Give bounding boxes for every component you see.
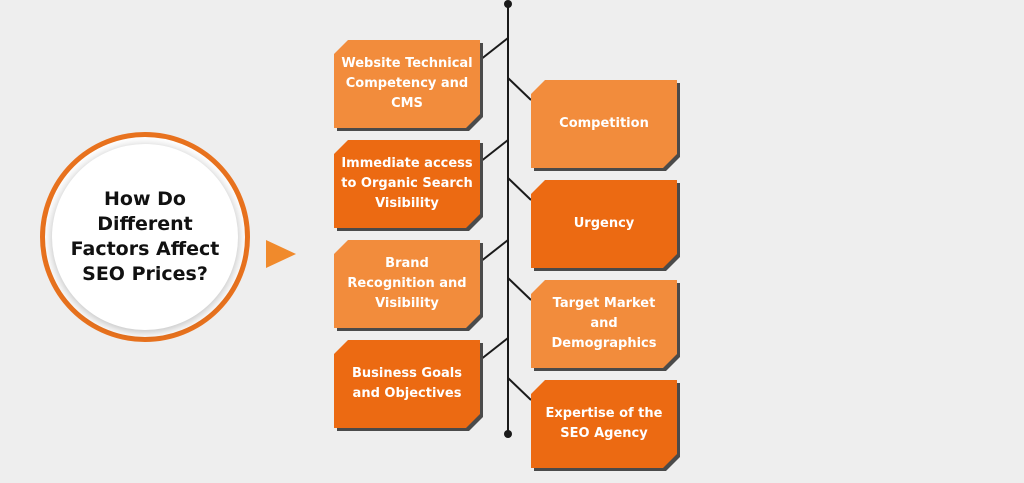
factor-box-left-1: Website Technical Competency and CMS [334, 40, 480, 128]
factor-box-right-3: Target Market and Demographics [531, 280, 677, 368]
pointer-arrow-icon [266, 240, 296, 268]
factor-box-right-1: Competition [531, 80, 677, 168]
factor-box-left-2: Immediate access to Organic Search Visib… [334, 140, 480, 228]
connector-right-3 [507, 277, 532, 301]
spine-top-dot [504, 0, 512, 8]
connector-left-3 [479, 239, 509, 263]
diagram-title: How Do Different Factors Affect SEO Pric… [70, 188, 220, 285]
connector-right-2 [507, 177, 532, 201]
connector-left-2 [479, 139, 509, 163]
title-bubble: How Do Different Factors Affect SEO Pric… [40, 132, 300, 350]
factor-box-right-4: Expertise of the SEO Agency [531, 380, 677, 468]
factor-box-right-2: Urgency [531, 180, 677, 268]
title-circle: How Do Different Factors Affect SEO Pric… [52, 144, 238, 330]
connector-left-1 [479, 37, 509, 61]
factor-box-left-3: Brand Recognition and Visibility [334, 240, 480, 328]
factor-box-left-4: Business Goals and Objectives [334, 340, 480, 428]
connector-right-1 [507, 77, 532, 101]
connector-right-4 [507, 377, 532, 401]
spine-bottom-dot [504, 430, 512, 438]
connector-left-4 [479, 337, 509, 361]
